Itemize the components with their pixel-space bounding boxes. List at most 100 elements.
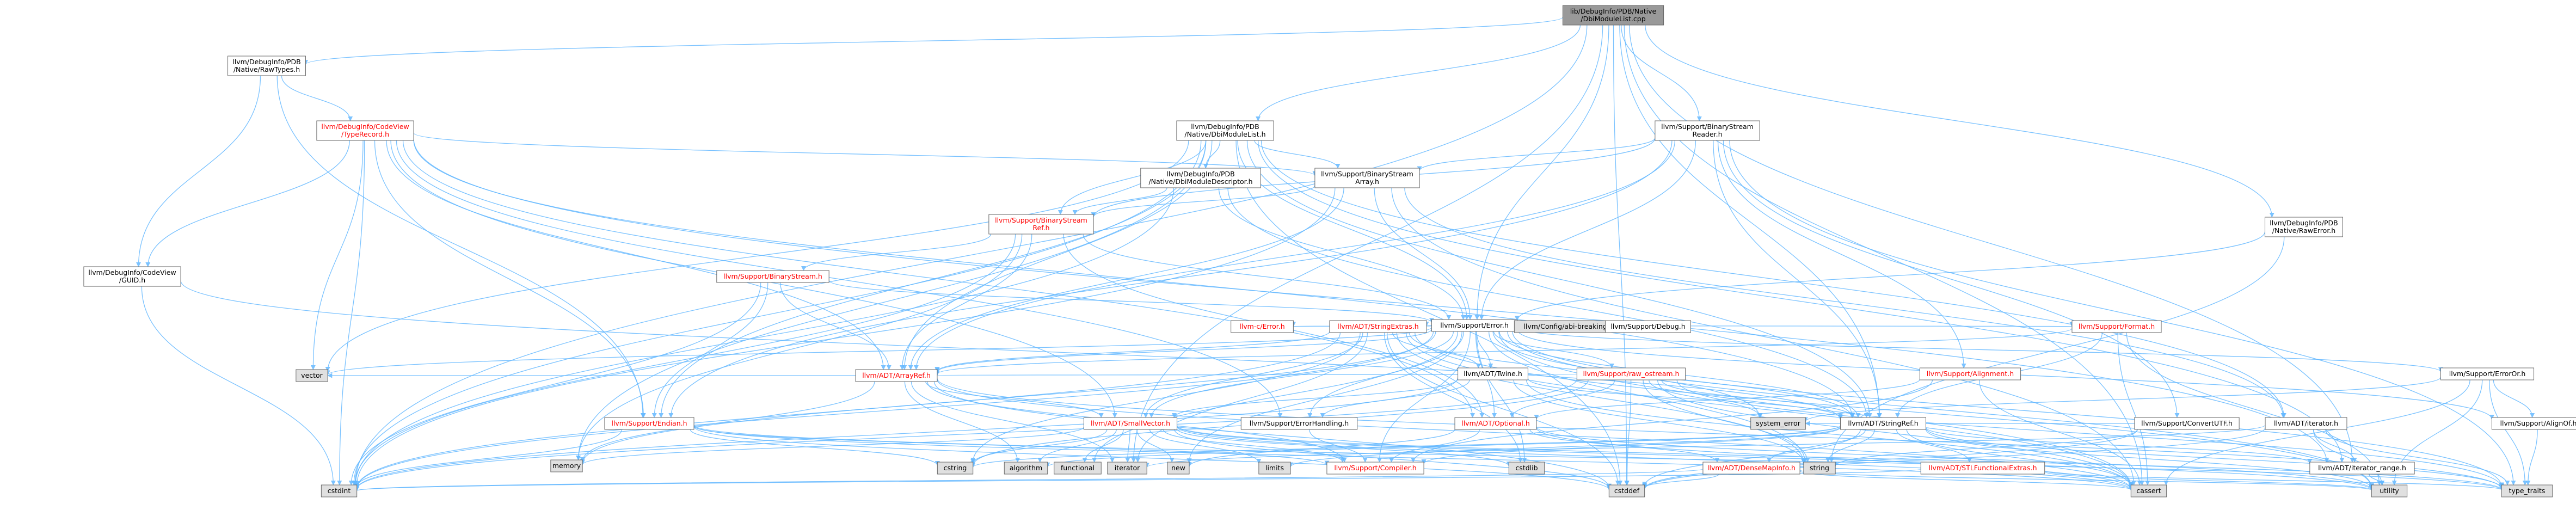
graph-node-stringextras[interactable]: llvm/ADT/StringExtras.h [1329, 320, 1427, 333]
edge-bstream-to-arrayref [780, 282, 892, 370]
edge-error-to-arrayref [935, 329, 1433, 373]
graph-node-dbimoddesc[interactable]: llvm/DebugInfo/PDB/Native/DbiModuleDescr… [1140, 168, 1261, 188]
graph-node-format[interactable]: llvm/Support/Format.h [2071, 320, 2162, 333]
edge-error-to-twine [1476, 331, 1493, 368]
node-label: Reader.h [1693, 130, 1723, 138]
edge-root-to-iterrange [1629, 24, 2355, 463]
node-label: llvm/ADT/StringRef.h [1848, 419, 1918, 427]
graph-node-systemerror: system_error [1750, 417, 1806, 430]
edge-rawostream-to-cassert [1657, 379, 2134, 488]
node-label: llvm/Support/Format.h [2079, 322, 2155, 330]
edge-densemapinfo-to-cassert [1799, 470, 2134, 491]
edge-endian-to-cstring [690, 429, 940, 466]
edge-dbimodulelist-to-iterrange [1258, 140, 2345, 463]
node-label: llvm/Support/BinaryStream.h [723, 272, 822, 280]
edge-bsarray-to-iterator [1404, 187, 2286, 418]
node-label: llvm/Support/Debug.h [1610, 322, 1685, 330]
edge-stringextras-to-string [1396, 332, 1806, 464]
edge-twine-to-stringref [1527, 378, 1843, 419]
graph-node-rawtypes[interactable]: llvm/DebugInfo/PDB/Native/RawTypes.h [228, 56, 306, 76]
graph-node-alignof[interactable]: llvm/Support/AlignOf.h [2491, 417, 2576, 430]
edge-stringref-to-compiler [1421, 427, 1841, 465]
node-label: cassert [2136, 487, 2161, 495]
edge-rawerror-to-error [1515, 231, 2266, 321]
node-label: llvm/Support/Compiler.h [1334, 464, 1416, 472]
edge-dbimodulelist-to-dbimoddesc [1203, 140, 1221, 169]
node-label: /Native/RawTypes.h [233, 65, 300, 73]
graph-node-smallvector[interactable]: llvm/ADT/SmallVector.h [1083, 417, 1178, 430]
graph-node-dbimodulelist[interactable]: llvm/DebugInfo/PDB/Native/DbiModuleList.… [1176, 120, 1274, 141]
edge-dbimodulelist-to-cstddef [1235, 140, 1623, 486]
graph-node-bstream[interactable]: llvm/Support/BinaryStream.h [716, 270, 829, 283]
edge-dbimoddesc-to-cstdint [353, 187, 1175, 486]
node-box [1576, 367, 1686, 380]
node-label: llvm/DebugInfo/PDB [2270, 219, 2338, 227]
node-label: llvm/Support/raw_ostream.h [1583, 370, 1680, 378]
graph-node-cerror[interactable]: llvm-c/Error.h [1231, 320, 1294, 333]
edge-bsreader-to-stringref [1713, 140, 1882, 418]
edge-stringref-to-iterrange [1925, 427, 2313, 464]
edges-layer [136, 16, 2538, 491]
node-label: llvm/ADT/StringExtras.h [1337, 322, 1418, 330]
graph-node-rawostream[interactable]: llvm/Support/raw_ostream.h [1576, 367, 1686, 380]
edge-smallvector-to-utility [1176, 426, 2374, 491]
edge-bstream-to-endian [651, 282, 769, 418]
graph-node-config: llvm/Config/abi-breaking.h [1514, 320, 1624, 333]
node-box [316, 120, 414, 141]
node-label: algorithm [1010, 464, 1042, 472]
node-box [83, 266, 181, 287]
graph-node-compiler[interactable]: llvm/Support/Compiler.h [1326, 462, 1424, 475]
edge-twine-to-cassert [1526, 379, 2134, 489]
edge-bsreader-to-bsarray [1417, 138, 1656, 171]
graph-node-alignment[interactable]: llvm/Support/Alignment.h [1919, 367, 2021, 380]
node-box [1140, 168, 1261, 188]
graph-node-stringref[interactable]: llvm/ADT/StringRef.h [1840, 417, 1926, 430]
edge-bsreader-to-typetraits [1729, 140, 2516, 486]
graph-node-convertutf[interactable]: llvm/Support/ConvertUTF.h [2134, 417, 2240, 430]
node-box [321, 484, 358, 497]
edge-arrayref-to-cassert [937, 379, 2134, 490]
edge-stringextras-to-cstring [970, 332, 1361, 463]
node-label: llvm/DebugInfo/PDB [1191, 122, 1259, 131]
edge-bsref-to-arrayref [899, 234, 1032, 370]
node-box [2265, 417, 2347, 430]
graph-node-iterrange[interactable]: llvm/ADT/iterator_range.h [2309, 462, 2415, 475]
graph-node-densemapinfo[interactable]: llvm/ADT/DenseMapInfo.h [1702, 462, 1800, 475]
graph-node-root: lib/DebugInfo/PDB/Native/DbiModuleList.c… [1562, 5, 1664, 26]
edge-alignment-to-cassert [1979, 379, 2142, 486]
graph-node-guid[interactable]: llvm/DebugInfo/CodeView/GUID.h [83, 266, 181, 287]
graph-node-errorhandling[interactable]: llvm/Support/ErrorHandling.h [1240, 417, 1358, 430]
graph-node-erroror[interactable]: llvm/Support/ErrorOr.h [2440, 367, 2535, 380]
node-box [1803, 462, 1836, 475]
edge-typerecord-to-bsarray [413, 132, 1318, 176]
graph-node-rawerror[interactable]: llvm/DebugInfo/PDB/Native/RawError.h [2265, 217, 2343, 237]
node-label: llvm/ADT/ArrayRef.h [862, 371, 931, 379]
graph-node-twine[interactable]: llvm/ADT/Twine.h [1458, 367, 1528, 380]
graph-node-arrayref[interactable]: llvm/ADT/ArrayRef.h [855, 369, 938, 382]
node-label: llvm/Support/BinaryStream [1321, 170, 1413, 178]
edge-dbimodulelist-to-bsarray [1254, 140, 1341, 169]
node-box [1167, 462, 1190, 475]
node-label: llvm/Support/ErrorHandling.h [1250, 419, 1349, 427]
edge-error-to-functional [1092, 331, 1459, 463]
graph-node-error[interactable]: llvm/Support/Error.h [1431, 319, 1517, 332]
graph-node-debug[interactable]: llvm/Support/Debug.h [1605, 320, 1691, 333]
node-label: lib/DebugInfo/PDB/Native [1570, 7, 1657, 15]
graph-node-stlfunc[interactable]: llvm/ADT/STLFunctionalExtras.h [1920, 462, 2045, 475]
edge-arrayref-to-cstddef [933, 381, 1612, 489]
node-label: /GUID.h [119, 276, 145, 284]
edge-error-to-typetraits [1512, 331, 2504, 488]
edge-stringref-to-limits [1288, 426, 1841, 468]
graph-node-iterator[interactable]: llvm/ADT/iterator.h [2265, 417, 2347, 430]
graph-node-typerecord[interactable]: llvm/DebugInfo/CodeView/TypeRecord.h [316, 120, 414, 141]
edge-bsreader-to-alignment [1717, 140, 1966, 368]
edge-rawostream-to-arrayref [937, 370, 1577, 376]
edge-rawtypes-to-guid [136, 75, 261, 267]
node-label: system_error [1756, 419, 1801, 427]
node-label: new [1171, 464, 1185, 472]
graph-node-optional[interactable]: llvm/ADT/Optional.h [1454, 417, 1537, 430]
graph-node-endian[interactable]: llvm/Support/Endian.h [604, 417, 694, 430]
